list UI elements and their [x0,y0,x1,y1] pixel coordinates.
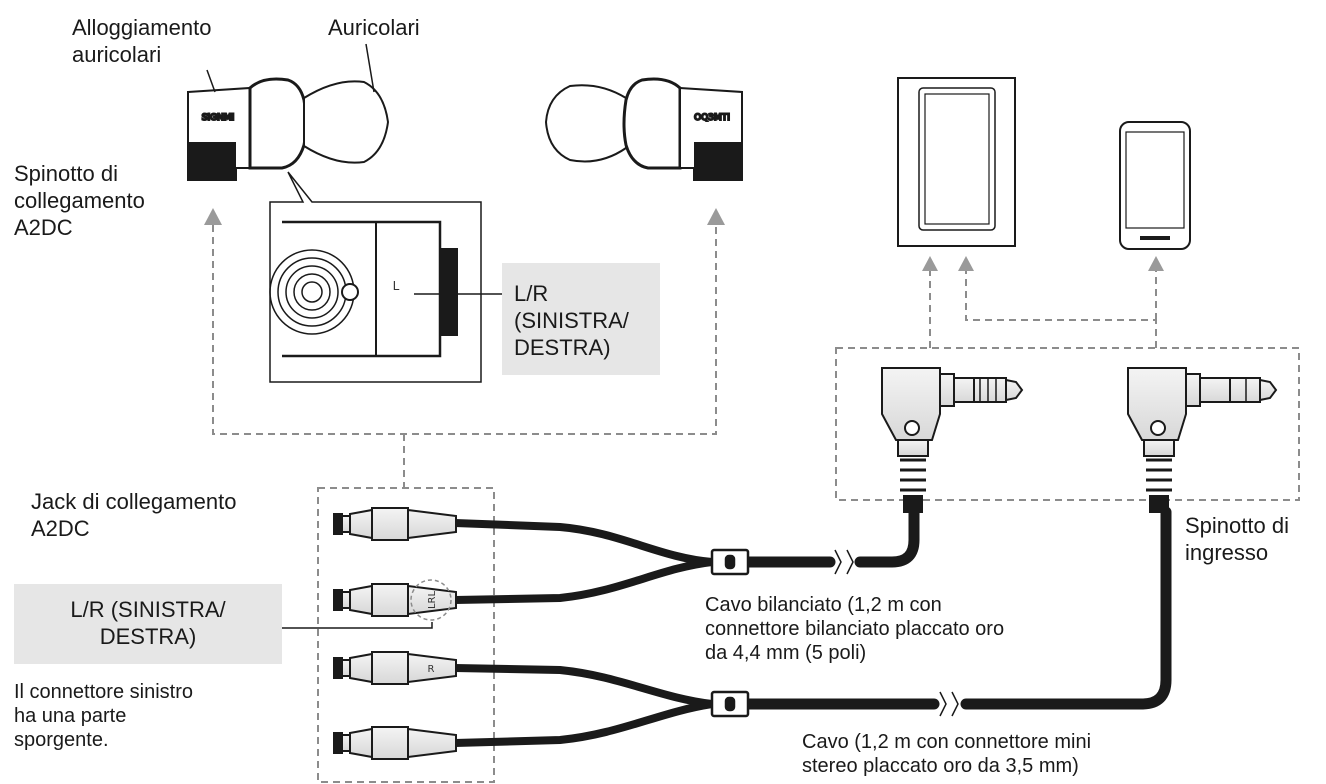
a2dc-connectors [333,507,457,760]
lr-top-label-line: DESTRA) [514,335,611,360]
lr-bottom-box [14,584,282,664]
lr-top-box [502,263,660,375]
housing-label-line: Alloggiamento [72,15,212,40]
balanced-cable-label-line: da 4,4 mm (5 poli) [705,642,867,664]
housing-label-line: auricolari [72,42,162,67]
lr-top-label: L/R (SINISTRA/ DESTRA) [502,280,644,361]
cable-breaks [834,549,959,717]
input-plug-label: Spinotto di ingresso [1185,512,1289,566]
earphones-leader [365,43,375,93]
plug-label-line: Spinotto di [14,161,118,186]
balanced-input-plug [881,367,1024,513]
note-label-line: Il connettore sinistro [14,681,193,703]
note-label-line: sporgente. [14,729,109,751]
balanced-cable-label: Cavo bilanciato (1,2 m con connettore bi… [705,593,1004,665]
housing-marking-right: OQ3MTI [694,113,730,123]
jack-label: Jack di collegamento A2DC [31,488,236,542]
dashed-connections [212,225,1300,783]
balanced-cable-label-line: connettore bilanciato placcato oro [705,618,1005,640]
input-plug-label-line: ingresso [1185,540,1269,565]
portable-player-device [897,77,1016,247]
cable-splitters [710,548,750,718]
lr-bottom-leader [282,622,433,629]
lr-connector-marking: LRL [427,591,438,610]
balanced-cable-label-line: Cavo bilanciato (1,2 m con [705,594,942,616]
r-connector-marking: R [428,664,435,675]
cable-label-line: stereo placcato oro da 3,5 mm) [802,755,1079,777]
plug-label: Spinotto di collegamento A2DC [14,160,145,241]
lr-top-label-line: L/R [514,281,549,306]
a2dc-plug-right [694,142,741,180]
stereo-input-plug [1127,367,1278,513]
plug-label-line: collegamento [14,188,145,213]
lr-bottom-label-line: L/R (SINISTRA/ [70,597,226,622]
jack-label-line: Jack di collegamento [31,489,237,514]
cables [451,506,1172,747]
housing-label: Alloggiamento auricolari [72,14,211,68]
note-label-line: ha una parte [14,705,127,727]
right-earphone: OQ3MTI [544,77,743,181]
a2dc-plug-left [189,142,236,180]
cable-label-line: Cavo (1,2 m con connettore mini [802,731,1092,753]
housing-marking-left: SIGNMI [202,113,235,123]
lr-bottom-label: L/R (SINISTRA/ DESTRA) [14,596,282,650]
input-plug-label-line: Spinotto di [1185,513,1289,538]
closeup-marking: L [393,279,400,293]
smartphone-device [1119,121,1191,250]
arrowheads [204,208,1164,271]
lr-top-label-line: (SINISTRA/ [514,308,629,333]
jack-label-line: A2DC [31,516,90,541]
note-label: Il connettore sinistro ha una parte spor… [14,680,193,752]
housing-leader [206,69,216,93]
left-earphone: SIGNMI [187,77,390,181]
earphones-label: Auricolari [328,15,420,40]
plug-label-line: A2DC [14,215,73,240]
lr-bottom-label-line: DESTRA) [99,624,197,649]
cable-label: Cavo (1,2 m con connettore mini stereo p… [802,730,1091,778]
closeup-callout [269,171,502,383]
